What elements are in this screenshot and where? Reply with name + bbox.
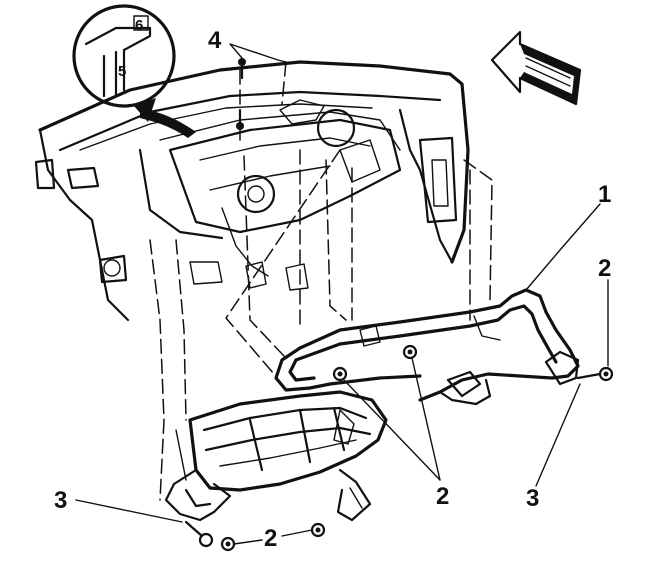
callout-label-2-center: 2: [436, 483, 449, 510]
detail-pointer-arrow-icon: [134, 98, 196, 138]
callout-label-3-right: 3: [526, 485, 539, 512]
nut-icon: [220, 536, 236, 552]
alignment-lines: [149, 61, 493, 501]
lower-bracket-assembly: [164, 390, 388, 522]
fasteners: [184, 58, 614, 552]
detail-view: 6 5: [72, 4, 176, 108]
callout-label-4: 4: [208, 27, 222, 54]
bolt-icon: [236, 108, 244, 130]
hvac-module: [168, 99, 402, 291]
bolt-icon: [238, 58, 246, 80]
callout-label-3-left: 3: [54, 487, 67, 514]
callout-label-2-right: 2: [598, 255, 611, 282]
callout-label-1: 1: [598, 181, 611, 208]
bolt-icon: [184, 520, 214, 548]
leader-lines: [75, 43, 609, 545]
nut-icon: [402, 344, 418, 360]
cross-car-beam: [274, 288, 580, 406]
bolt-icon: [576, 366, 614, 382]
detail-label-6: 6: [135, 17, 143, 34]
nut-icon: [310, 522, 326, 538]
callout-label-2-bottom: 2: [264, 525, 277, 552]
direction-arrow-icon: [490, 30, 582, 106]
detail-label-5: 5: [118, 63, 126, 80]
nut-icon: [332, 366, 348, 382]
